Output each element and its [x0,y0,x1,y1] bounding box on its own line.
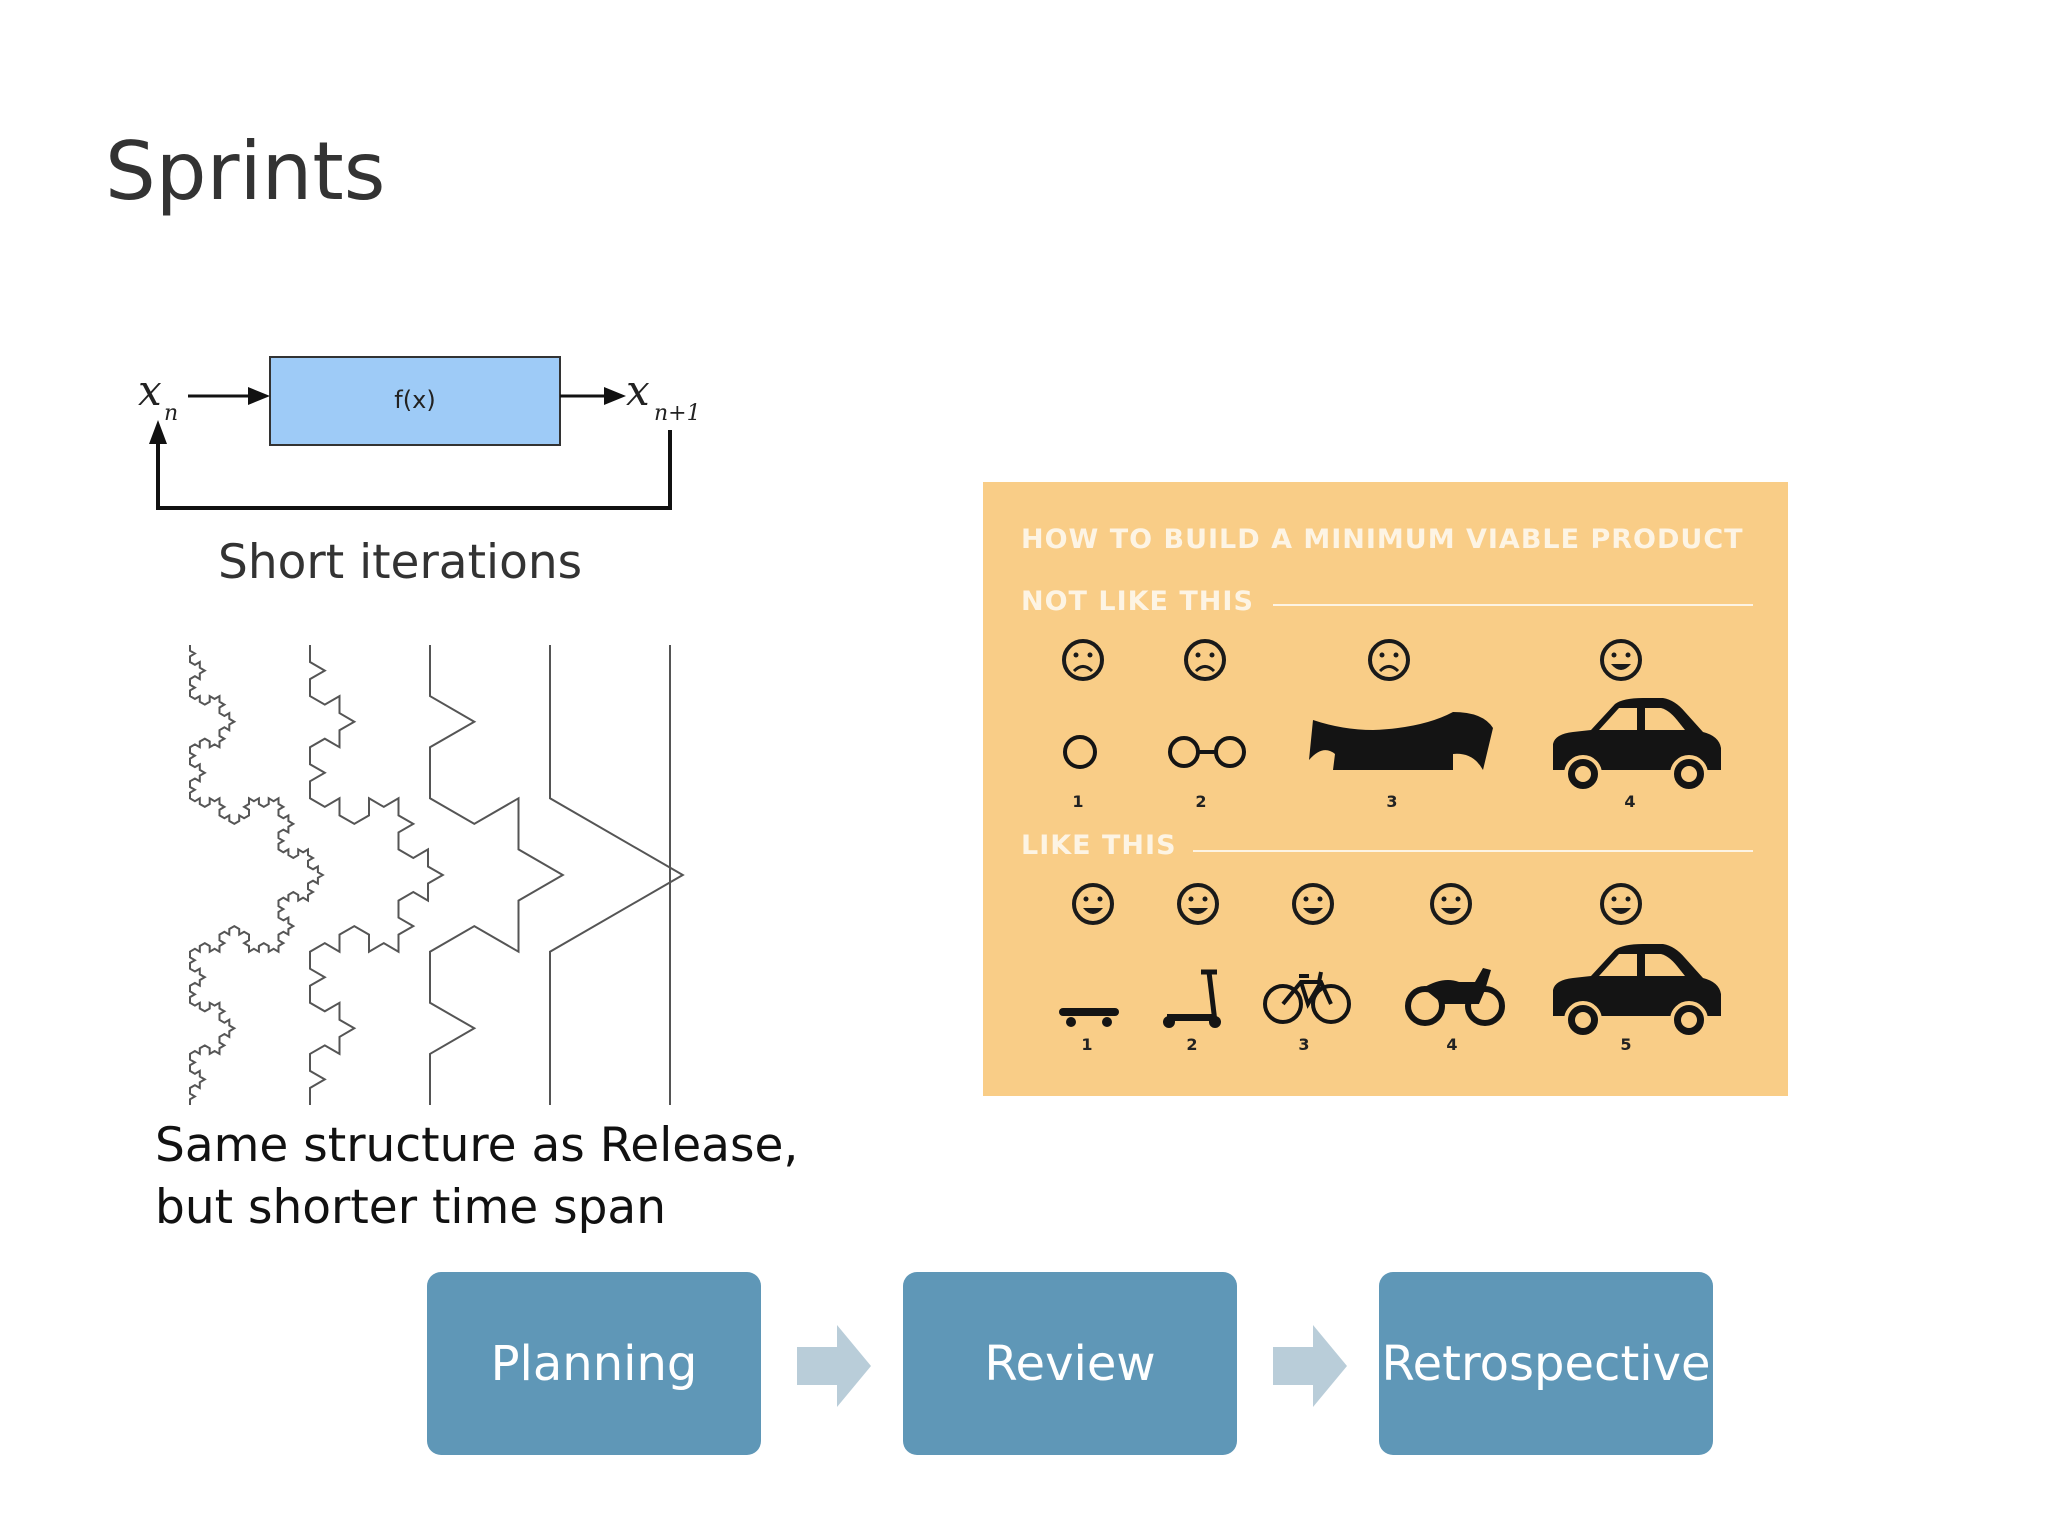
item-number: 3 [1298,1035,1309,1054]
fractal-caption-line-1: Same structure as Release, [155,1118,799,1173]
step-planning: Planning [427,1272,761,1455]
divider [1273,604,1753,606]
mvp-infographic: HOW TO BUILD A MINIMUM VIABLE PRODUCT NO… [983,482,1788,1096]
input-subscript: n [164,401,178,426]
happy-face-icon [1292,883,1334,925]
two-wheels-icon [1168,736,1246,768]
item-number: 1 [1072,792,1083,811]
item-number: 1 [1081,1035,1092,1054]
fractal-caption-line-2: but shorter time span [155,1180,666,1235]
item-number: 3 [1386,792,1397,811]
feedback-loop-diagram: f(x) x n x n+1 [138,356,701,510]
mvp-icons: 1 2 3 4 1 2 [1059,639,1723,1054]
step-review: Review [903,1272,1237,1455]
output-subscript: n+1 [654,401,701,426]
loop-caption: Short iterations [218,535,583,590]
sad-face-icon [1062,639,1104,681]
mvp-heading: HOW TO BUILD A MINIMUM VIABLE PRODUCT [1021,524,1744,555]
motorcycle-icon [1405,968,1505,1026]
not-like-this-label: NOT LIKE THIS [1021,586,1254,617]
happy-face-icon [1600,883,1642,925]
item-number: 2 [1186,1035,1197,1054]
function-box-label: f(x) [394,386,435,414]
arrow-right-icon [604,387,626,405]
car-icon [1551,942,1723,1039]
divider [1193,850,1753,852]
car-body-icon [1309,712,1493,770]
koch-curve-3 [429,645,565,1105]
wheel-icon [1063,735,1097,769]
input-variable: x [138,366,162,415]
scooter-icon [1163,969,1221,1028]
happy-face-icon [1072,883,1114,925]
like-this-label: LIKE THIS [1021,830,1177,861]
output-variable: x [626,366,650,415]
item-number: 4 [1446,1035,1457,1054]
arrow-right-icon [248,387,270,405]
happy-face-icon [1430,883,1472,925]
skateboard-icon [1059,1008,1119,1027]
happy-face-icon [1177,883,1219,925]
koch-curve-5 [189,645,325,1105]
arrow-up-icon [149,420,167,444]
slide-title: Sprints [105,125,386,218]
sad-face-icon [1368,639,1410,681]
arrow-right-icon [797,1325,871,1407]
koch-curve-2 [549,645,685,1105]
step-retrospective: Retrospective [1379,1272,1713,1455]
fractal-caption: Same structure as Release, but shorter t… [155,1115,855,1239]
sad-face-icon [1184,639,1226,681]
item-number: 5 [1620,1035,1631,1054]
koch-curve-4 [309,645,445,1105]
item-number: 2 [1195,792,1206,811]
arrow-right-icon [1273,1325,1347,1407]
car-icon [1551,696,1723,793]
item-number: 4 [1624,792,1635,811]
koch-fractal-illustration [189,645,685,1105]
function-box [269,356,561,446]
happy-face-icon [1600,639,1642,681]
bicycle-icon [1263,971,1351,1024]
